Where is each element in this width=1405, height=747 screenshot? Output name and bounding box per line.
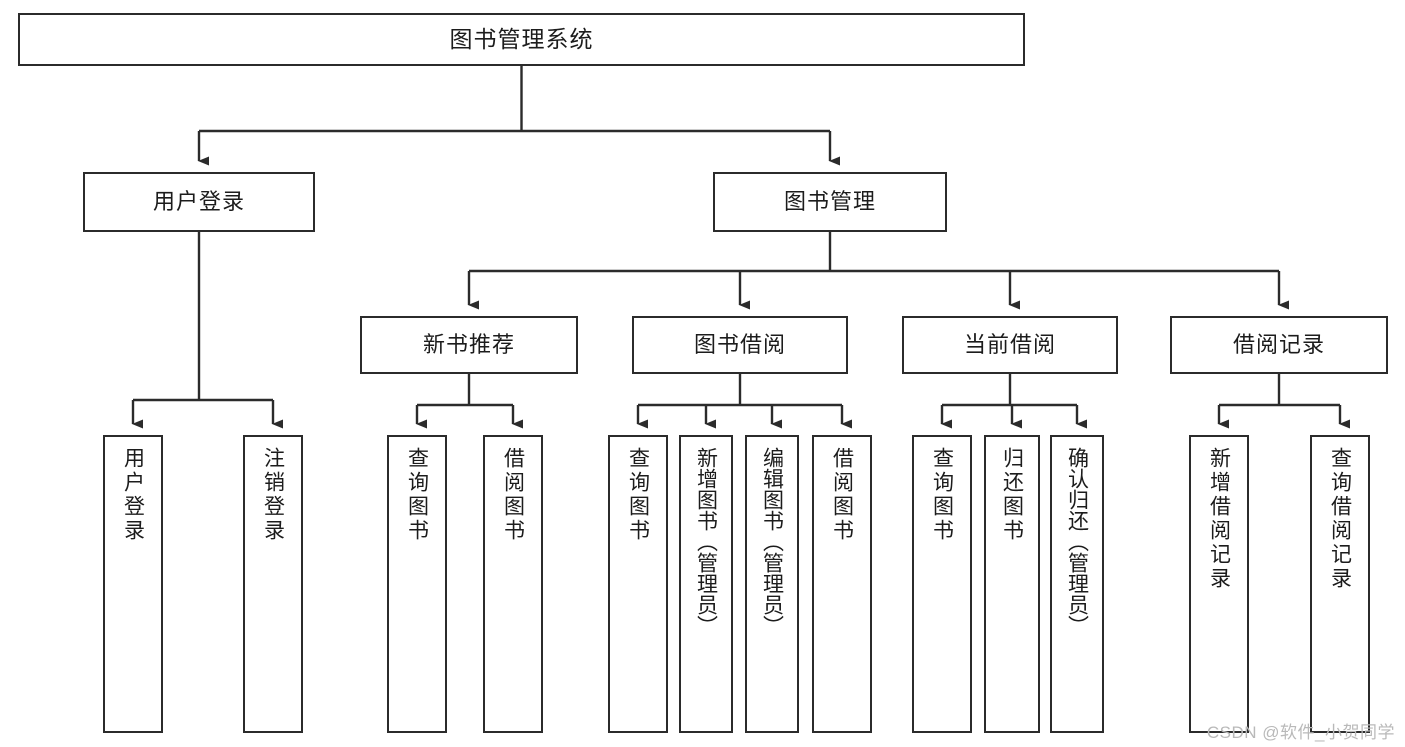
- node-label-book-borrow: 图书借阅: [693, 332, 786, 358]
- node-label-current-borrow: 当前借阅: [963, 332, 1056, 358]
- node-borrow-record[interactable]: 借阅记录: [1170, 316, 1388, 374]
- node-label-leaf-borrow-book-1: 借阅图书: [501, 447, 525, 543]
- node-label-leaf-edit-book: 编辑图书（管理员）: [760, 447, 784, 636]
- node-leaf-edit-book[interactable]: 编辑图书（管理员）: [745, 435, 799, 733]
- node-label-leaf-user-logout: 注销登录: [261, 447, 285, 543]
- node-leaf-query-book-3[interactable]: 查询图书: [912, 435, 972, 733]
- node-leaf-query-record[interactable]: 查询借阅记录: [1310, 435, 1370, 733]
- node-label-leaf-add-book: 新增图书（管理员）: [694, 447, 718, 636]
- node-label-new-book-rec: 新书推荐: [422, 332, 515, 358]
- node-leaf-query-book-2[interactable]: 查询图书: [608, 435, 668, 733]
- node-label-leaf-query-book-1: 查询图书: [405, 447, 429, 543]
- node-label-leaf-return-book: 归还图书: [1000, 447, 1024, 543]
- node-leaf-user-logout[interactable]: 注销登录: [243, 435, 303, 733]
- node-leaf-add-book[interactable]: 新增图书（管理员）: [679, 435, 733, 733]
- node-label-leaf-add-record: 新增借阅记录: [1207, 447, 1231, 591]
- node-user-login[interactable]: 用户登录: [83, 172, 315, 232]
- node-label-leaf-query-book-3: 查询图书: [930, 447, 954, 543]
- node-label-leaf-query-record: 查询借阅记录: [1328, 447, 1352, 591]
- node-leaf-query-book-1[interactable]: 查询图书: [387, 435, 447, 733]
- node-leaf-borrow-book-1[interactable]: 借阅图书: [483, 435, 543, 733]
- node-label-leaf-confirm-return: 确认归还（管理员）: [1065, 447, 1089, 636]
- node-label-root: 图书管理系统: [449, 26, 594, 53]
- node-label-leaf-query-book-2: 查询图书: [626, 447, 650, 543]
- node-leaf-return-book[interactable]: 归还图书: [984, 435, 1040, 733]
- watermark-text: CSDN @软件_小贺同学: [1206, 723, 1395, 742]
- node-label-borrow-record: 借阅记录: [1232, 332, 1325, 358]
- node-book-manage[interactable]: 图书管理: [713, 172, 947, 232]
- node-book-borrow[interactable]: 图书借阅: [632, 316, 848, 374]
- node-new-book-rec[interactable]: 新书推荐: [360, 316, 578, 374]
- node-label-leaf-borrow-book-2: 借阅图书: [830, 447, 854, 543]
- node-label-leaf-user-login: 用户登录: [121, 447, 145, 543]
- node-root[interactable]: 图书管理系统: [18, 13, 1025, 66]
- node-current-borrow[interactable]: 当前借阅: [902, 316, 1118, 374]
- node-leaf-user-login[interactable]: 用户登录: [103, 435, 163, 733]
- node-leaf-borrow-book-2[interactable]: 借阅图书: [812, 435, 872, 733]
- node-label-user-login: 用户登录: [152, 189, 245, 215]
- node-label-book-manage: 图书管理: [783, 189, 876, 215]
- node-leaf-add-record[interactable]: 新增借阅记录: [1189, 435, 1249, 733]
- node-leaf-confirm-return[interactable]: 确认归还（管理员）: [1050, 435, 1104, 733]
